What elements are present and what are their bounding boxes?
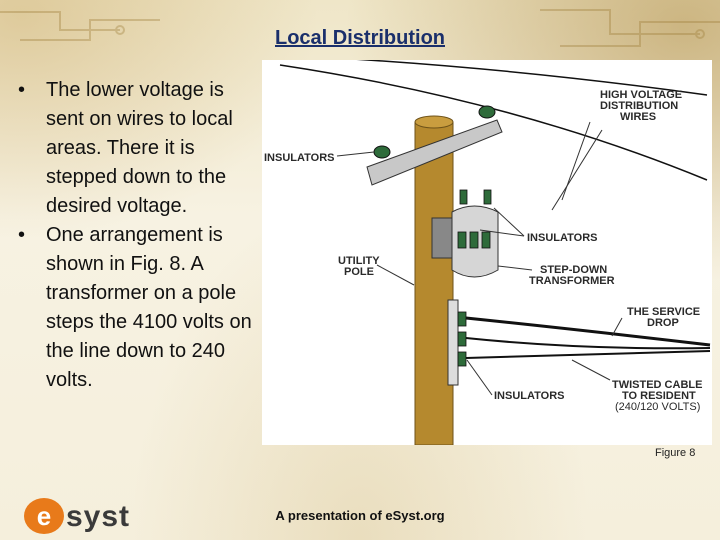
- leader-line: [479, 229, 525, 237]
- transformer-bushing: [481, 231, 491, 249]
- esyst-logo: e syst: [24, 498, 130, 534]
- utility-pole-shape: [414, 121, 454, 445]
- insulator-shape: [457, 311, 467, 327]
- label-twisted-cable: TO RESIDENT: [622, 390, 696, 402]
- leader-line: [336, 151, 375, 157]
- transformer-bushing: [459, 189, 468, 205]
- bullet-item: One arrangement is shown in Fig. 8. A tr…: [18, 221, 263, 395]
- footer-text: A presentation of eSyst.org: [275, 508, 445, 523]
- label-insulators-top: INSULATORS: [264, 152, 335, 164]
- label-high-voltage: DISTRIBUTION: [600, 100, 678, 112]
- leader-line: [561, 121, 591, 201]
- bullet-list: The lower voltage is sent on wires to lo…: [18, 76, 263, 395]
- label-high-voltage: HIGH VOLTAGE: [600, 89, 682, 101]
- figure-caption: Figure 8: [655, 447, 696, 459]
- service-drop-cable: [465, 350, 711, 359]
- high-voltage-wire: [279, 64, 708, 181]
- label-service-drop: DROP: [647, 317, 679, 329]
- insulator-shape: [478, 105, 496, 119]
- slide-title: Local Distribution: [275, 27, 445, 49]
- pole-top: [414, 115, 454, 129]
- logo-e-badge: [24, 498, 64, 534]
- transformer-bushing: [457, 231, 467, 249]
- service-drop-cable: [465, 337, 711, 350]
- leader-line: [466, 359, 493, 396]
- logo-e-letter: e: [37, 501, 51, 531]
- leader-line: [571, 359, 611, 381]
- crossarm: [366, 119, 503, 186]
- label-twisted-cable: TWISTED CABLE: [612, 379, 702, 391]
- service-drop-cable: [465, 316, 711, 347]
- transformer-bushing: [483, 189, 492, 205]
- label-step-down: TRANSFORMER: [529, 275, 615, 287]
- logo-syst-letters: syst: [66, 500, 130, 533]
- transformer-bracket: [431, 217, 455, 259]
- leader-line: [493, 207, 525, 237]
- insulator-shape: [373, 145, 391, 159]
- label-step-down: STEP-DOWN: [540, 264, 607, 276]
- label-utility-pole: UTILITY: [338, 255, 380, 267]
- leader-line: [611, 317, 623, 337]
- label-insulators-mid: INSULATORS: [527, 232, 598, 244]
- label-volts: (240/120 VOLTS): [615, 401, 700, 413]
- label-high-voltage: WIRES: [620, 111, 656, 123]
- bullet-item: The lower voltage is sent on wires to lo…: [18, 76, 263, 221]
- transformer-bushing: [469, 231, 479, 249]
- leader-line: [551, 129, 603, 211]
- insulator-shape: [457, 331, 467, 347]
- secondary-rack: [447, 299, 459, 386]
- distribution-figure: HIGH VOLTAGE DISTRIBUTION WIRES INSULATO…: [262, 60, 712, 445]
- high-voltage-wire: [356, 60, 708, 96]
- label-service-drop: THE SERVICE: [627, 306, 700, 318]
- label-utility-pole: POLE: [344, 266, 374, 278]
- insulator-shape: [457, 351, 467, 367]
- leader-line: [497, 265, 533, 271]
- label-insulators-bottom: INSULATORS: [494, 390, 565, 402]
- leader-line: [376, 264, 415, 286]
- utility-pole-diagram: HIGH VOLTAGE DISTRIBUTION WIRES INSULATO…: [264, 60, 711, 445]
- circuit-pattern-decoration: [0, 9, 720, 47]
